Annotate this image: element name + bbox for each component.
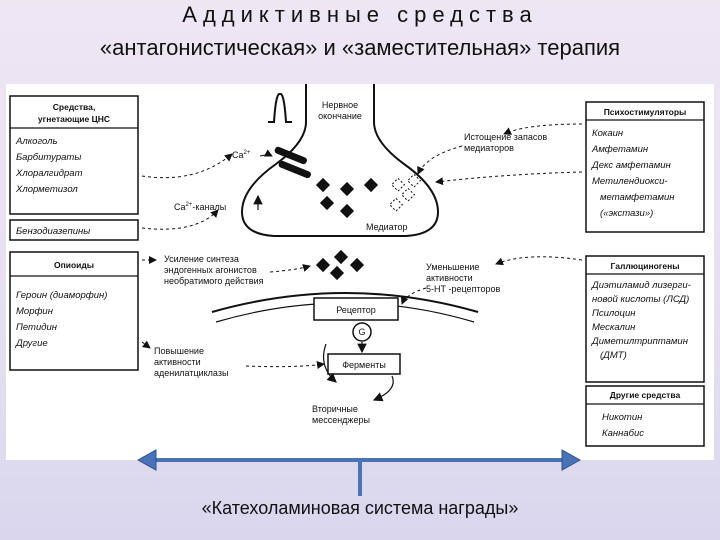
ca-channel-top [274,146,307,165]
increase-label: аденилатциклазы [154,368,228,378]
diagram-panel: Средства, угнетающие ЦНС Алкоголь Барбит… [6,84,714,460]
decrease-label: активности [426,273,473,283]
benzo-label: Бензодиазепины [16,226,90,237]
synthesis-label: Усиление синтеза [164,254,239,264]
hallu-item: Диметилтриптамин [591,336,689,347]
reward-arrow [136,449,582,496]
psycho-item: Кокаин [592,128,624,139]
hallu-box [585,255,705,383]
other-box [585,385,705,447]
hallu-item: Мескалин [592,322,636,333]
depletion-label: Истощение запасов [464,132,547,142]
depleted-vesicles [388,173,422,212]
hallu-item: новой кислоты (ЛСД) [592,294,689,305]
other-item: Каннабис [602,428,644,439]
cns-item: Барбитураты [16,152,81,163]
opioid-item: Героин (диаморфин) [16,290,107,301]
psycho-header: Психостимуляторы [604,107,687,117]
psycho-item: Декс амфетамин [591,160,672,171]
nerve-ending-label: окончание [318,111,362,121]
cns-item: Хлорметизол [15,184,78,195]
receptor-label: Рецептор [336,305,376,315]
hallu-header: Галлюциногены [611,261,680,271]
nerve-ending-outline [240,84,440,237]
hallu-item: Диэтиламид лизерги- [591,280,691,291]
g-protein [352,322,372,342]
psycho-item: Метилендиокси- [592,176,668,187]
increase-label: активности [154,357,201,367]
other-item: Никотин [602,412,643,423]
messengers-label: Вторичные [312,404,358,414]
psycho-item: Амфетамин [591,144,649,155]
mediator-label: Медиатор [366,222,408,232]
title-line-1: Аддиктивные средства [182,2,538,27]
psycho-item: («экстази») [600,208,653,219]
decrease-label: 5-НТ -рецепторов [426,284,500,294]
title-line-2: «антагонистическая» и «заместительная» т… [99,35,621,60]
hallu-item: (ДМТ) [600,350,627,361]
cns-header-2: угнетающие ЦНС [38,114,110,124]
opioid-item: Другие [15,338,48,349]
released-mediator [315,249,365,281]
postsynaptic-membrane [211,292,479,313]
other-header: Другие средства [610,390,681,400]
cns-box [9,95,139,215]
synapse-diagram: Средства, угнетающие ЦНС Алкоголь Барбит… [9,84,705,447]
cns-header-1: Средства, [53,102,95,112]
synthesis-label: необратимого действия [164,276,264,286]
mediator-vesicles [315,177,379,219]
ca-channels-label: Ca2+-каналы [174,202,226,212]
cns-item: Хлоралгидрат [15,168,83,179]
g-protein-label: G [358,327,365,337]
receptor-box [313,297,399,321]
cns-item: Алкоголь [15,136,57,147]
reward-system-label: «Катехоламиновая система награды» [201,498,519,518]
synthesis-label: эндогенных агонистов [164,265,257,275]
psycho-box [585,101,705,233]
enzymes-box [327,353,401,375]
psycho-item: метамфетамин [600,192,675,203]
opioid-header: Опиоиды [54,260,94,270]
hallu-item: Псилоцин [592,308,636,319]
depletion-label: медиаторов [464,143,514,153]
ca-label: Ca2+ [232,150,251,160]
nerve-ending-label: Нервное [322,100,358,110]
action-potential-icon [268,92,292,123]
increase-label: Повышение [154,346,204,356]
benzo-box [9,219,139,241]
opioid-item: Морфин [16,306,54,317]
ca-channel-bottom [278,160,311,179]
opioid-box [9,251,139,371]
decrease-label: Уменьшение [426,262,479,272]
opioid-item: Петидин [16,322,58,333]
enzymes-label: Ферменты [342,360,386,370]
messengers-label: мессенджеры [312,415,370,425]
